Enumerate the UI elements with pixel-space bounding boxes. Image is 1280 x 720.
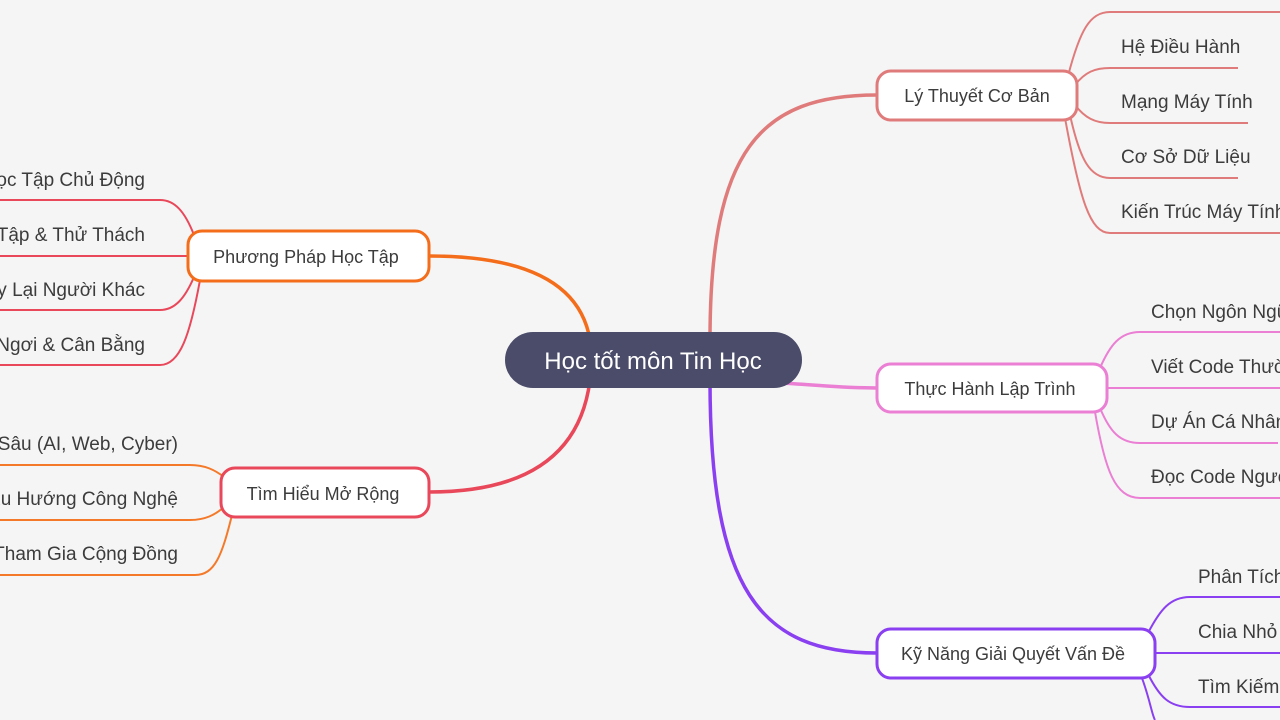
ky-nang-leaves: Phân Tích Chia Nhỏ V Tìm Kiếm — [1198, 567, 1280, 698]
leaf[interactable]: Chọn Ngôn Ngữ — [1151, 302, 1280, 323]
connector-ly-thuyet — [708, 93, 878, 341]
node-tim-hieu[interactable]: Tìm Hiểu Mở Rộng — [219, 466, 431, 519]
leaf[interactable]: Tìm Kiếm — [1198, 677, 1279, 698]
ky-nang-leaf-lines — [1141, 596, 1280, 720]
node-label: Thực Hành Lập Trình — [904, 379, 1075, 399]
root-label: Học tốt môn Tin Học — [544, 348, 761, 375]
leaf[interactable]: i Ngơi & Cân Bằng — [0, 334, 145, 356]
node-label: Kỹ Năng Giải Quyết Vấn Đề — [901, 644, 1125, 664]
leaf[interactable]: Mạng Máy Tính — [1121, 92, 1253, 113]
leaf[interactable]: Chia Nhỏ V — [1198, 622, 1280, 643]
leaf[interactable]: i Tập & Thử Thách — [0, 225, 145, 246]
node-label: Lý Thuyết Cơ Bản — [904, 86, 1050, 106]
phuong-phap-leaves: Học Tập Chủ Động i Tập & Thử Thách ạy Lạ… — [0, 170, 145, 356]
connector-thuc-hanh — [779, 381, 878, 390]
leaf[interactable]: Kiến Trúc Máy Tính — [1121, 202, 1280, 223]
ly-thuyet-leaves: Hệ Điều Hành Mạng Máy Tính Cơ Sở Dữ Liệu… — [1121, 37, 1280, 223]
leaf[interactable]: Viết Code Thườ — [1151, 357, 1280, 378]
connector-tim-hieu — [428, 379, 592, 494]
node-phuong-phap[interactable]: Phương Pháp Học Tập — [186, 229, 431, 283]
node-label: Phương Pháp Học Tập — [213, 247, 399, 267]
connector-phuong-phap — [428, 254, 592, 341]
leaf[interactable]: Cơ Sở Dữ Liệu — [1121, 147, 1251, 168]
leaf[interactable]: Học Tập Chủ Động — [0, 170, 145, 191]
leaf[interactable]: ạy Lại Người Khác — [0, 280, 145, 301]
leaf[interactable]: Tham Gia Cộng Đồng — [0, 544, 178, 565]
node-label: Tìm Hiểu Mở Rộng — [247, 484, 400, 504]
leaf[interactable]: Xu Hướng Công Nghệ — [0, 489, 178, 510]
leaf[interactable]: n Sâu (AI, Web, Cyber) — [0, 434, 178, 455]
node-thuc-hanh[interactable]: Thực Hành Lập Trình — [875, 362, 1109, 414]
tim-hieu-leaves: n Sâu (AI, Web, Cyber) Xu Hướng Công Ngh… — [0, 434, 178, 565]
node-ly-thuyet[interactable]: Lý Thuyết Cơ Bản — [875, 69, 1079, 122]
leaf[interactable]: Hệ Điều Hành — [1121, 37, 1240, 58]
node-ky-nang[interactable]: Kỹ Năng Giải Quyết Vấn Đề — [875, 627, 1157, 680]
thuc-hanh-leaves: Chọn Ngôn Ngữ Viết Code Thườ Dự Án Cá Nh… — [1151, 302, 1280, 488]
leaf[interactable]: Phân Tích — [1198, 567, 1280, 588]
leaf[interactable]: Dự Án Cá Nhân — [1151, 412, 1280, 433]
connector-ky-nang — [708, 379, 878, 655]
root-node[interactable]: Học tốt môn Tin Học — [505, 332, 802, 388]
leaf[interactable]: Đọc Code Ngườ — [1151, 467, 1280, 488]
phuong-phap-leaf-lines — [0, 199, 201, 366]
thuc-hanh-leaf-lines — [1094, 331, 1280, 499]
